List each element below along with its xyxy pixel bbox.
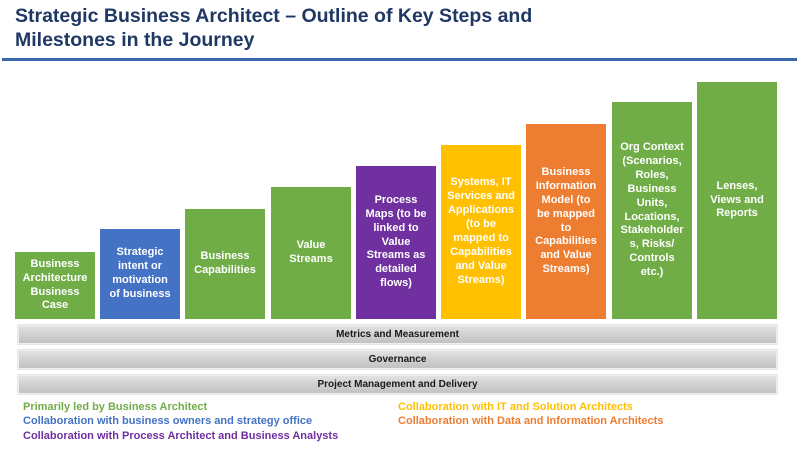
step-business-architecture-business-case: Business Architecture Business Case — [15, 252, 95, 319]
step-systems-it-services-applications: Systems, IT Services and Applications (t… — [441, 145, 521, 319]
legend-item-it-solution-architects: Collaboration with IT and Solution Archi… — [398, 401, 633, 413]
step-business-information-model: Business Information Model (to be mapped… — [526, 124, 606, 319]
bar-metrics-and-measurement: Metrics and Measurement — [18, 325, 777, 344]
step-label: Value Streams — [289, 239, 333, 265]
slide-title: Strategic Business Architect – Outline o… — [15, 5, 533, 51]
title-underline — [2, 58, 797, 61]
step-label: Org Context (Scenarios, Roles, Business … — [620, 140, 684, 279]
bar-project-management-and-delivery: Project Management and Delivery — [18, 375, 777, 394]
step-business-capabilities: Business Capabilities — [185, 209, 265, 319]
legend-right-column: Collaboration with IT and Solution Archi… — [398, 400, 663, 429]
step-label: Business Capabilities — [194, 250, 256, 276]
step-org-context: Org Context (Scenarios, Roles, Business … — [612, 102, 692, 319]
step-strategic-intent: Strategic intent or motivation of busine… — [100, 229, 180, 319]
step-process-maps: Process Maps (to be linked to Value Stre… — [356, 166, 436, 319]
step-label: Business Architecture Business Case — [22, 257, 88, 312]
legend-item-business-owners-strategy-office: Collaboration with business owners and s… — [23, 415, 313, 428]
step-value-streams: Value Streams — [271, 187, 351, 319]
legend-item-business-architect: Primarily led by Business Architect — [23, 401, 208, 413]
legend-left-column: Primarily led by Business Architect Coll… — [23, 400, 338, 443]
step-label: Process Maps (to be linked to Value Stre… — [365, 193, 427, 290]
bar-label: Governance — [368, 354, 427, 365]
step-label: Systems, IT Services and Applications (t… — [447, 176, 515, 286]
step-label: Lenses, Views and Reports — [710, 179, 764, 220]
step-label: Strategic intent or motivation of busine… — [109, 246, 171, 300]
step-label: Business Information Model (to be mapped… — [535, 165, 597, 276]
legend-item-process-architect-business-analysts: Collaboration with Process Architect and… — [23, 429, 339, 442]
legend-item-data-information-architects: Collaboration with Data and Information … — [398, 415, 664, 428]
bar-label: Metrics and Measurement — [336, 329, 459, 340]
step-lenses-views-reports: Lenses, Views and Reports — [697, 82, 777, 319]
bar-label: Project Management and Delivery — [317, 379, 478, 390]
bar-governance: Governance — [18, 350, 777, 369]
